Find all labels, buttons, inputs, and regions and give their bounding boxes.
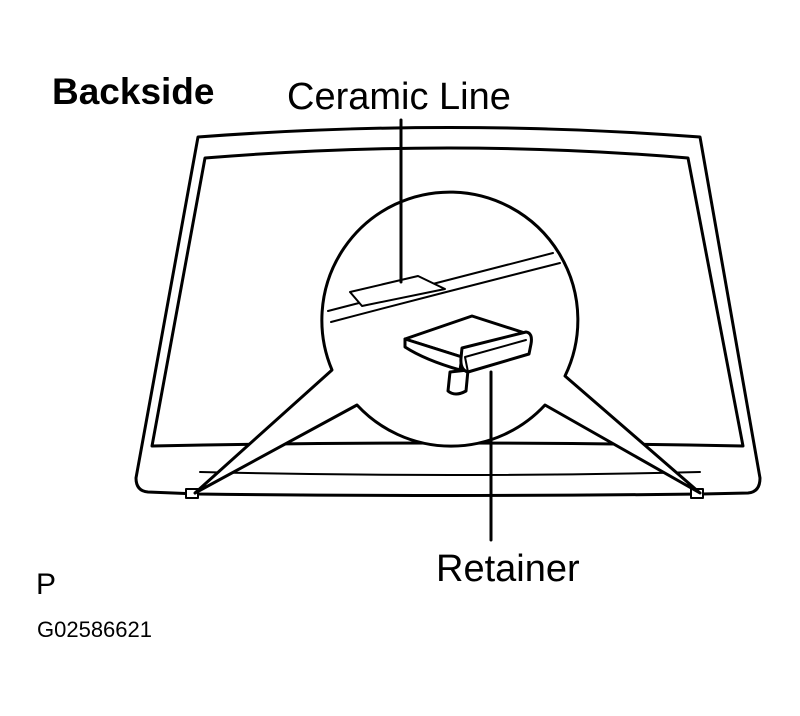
retainer-clip-left bbox=[185, 488, 199, 499]
retainer-label: Retainer bbox=[436, 548, 580, 590]
windshield-inner-border bbox=[150, 146, 745, 448]
detail-ceramic-line-lower bbox=[330, 262, 561, 323]
figure-code: G02586621 bbox=[37, 617, 152, 642]
diagram-title: Backside bbox=[52, 71, 215, 112]
detail-ceramic-line-upper bbox=[327, 252, 554, 312]
ceramic-line-label: Ceramic Line bbox=[287, 76, 511, 118]
windshield-bottom-line bbox=[199, 471, 701, 476]
page-letter: P bbox=[36, 568, 56, 601]
ceramic-patch bbox=[349, 275, 446, 307]
retainer-part bbox=[403, 314, 533, 396]
